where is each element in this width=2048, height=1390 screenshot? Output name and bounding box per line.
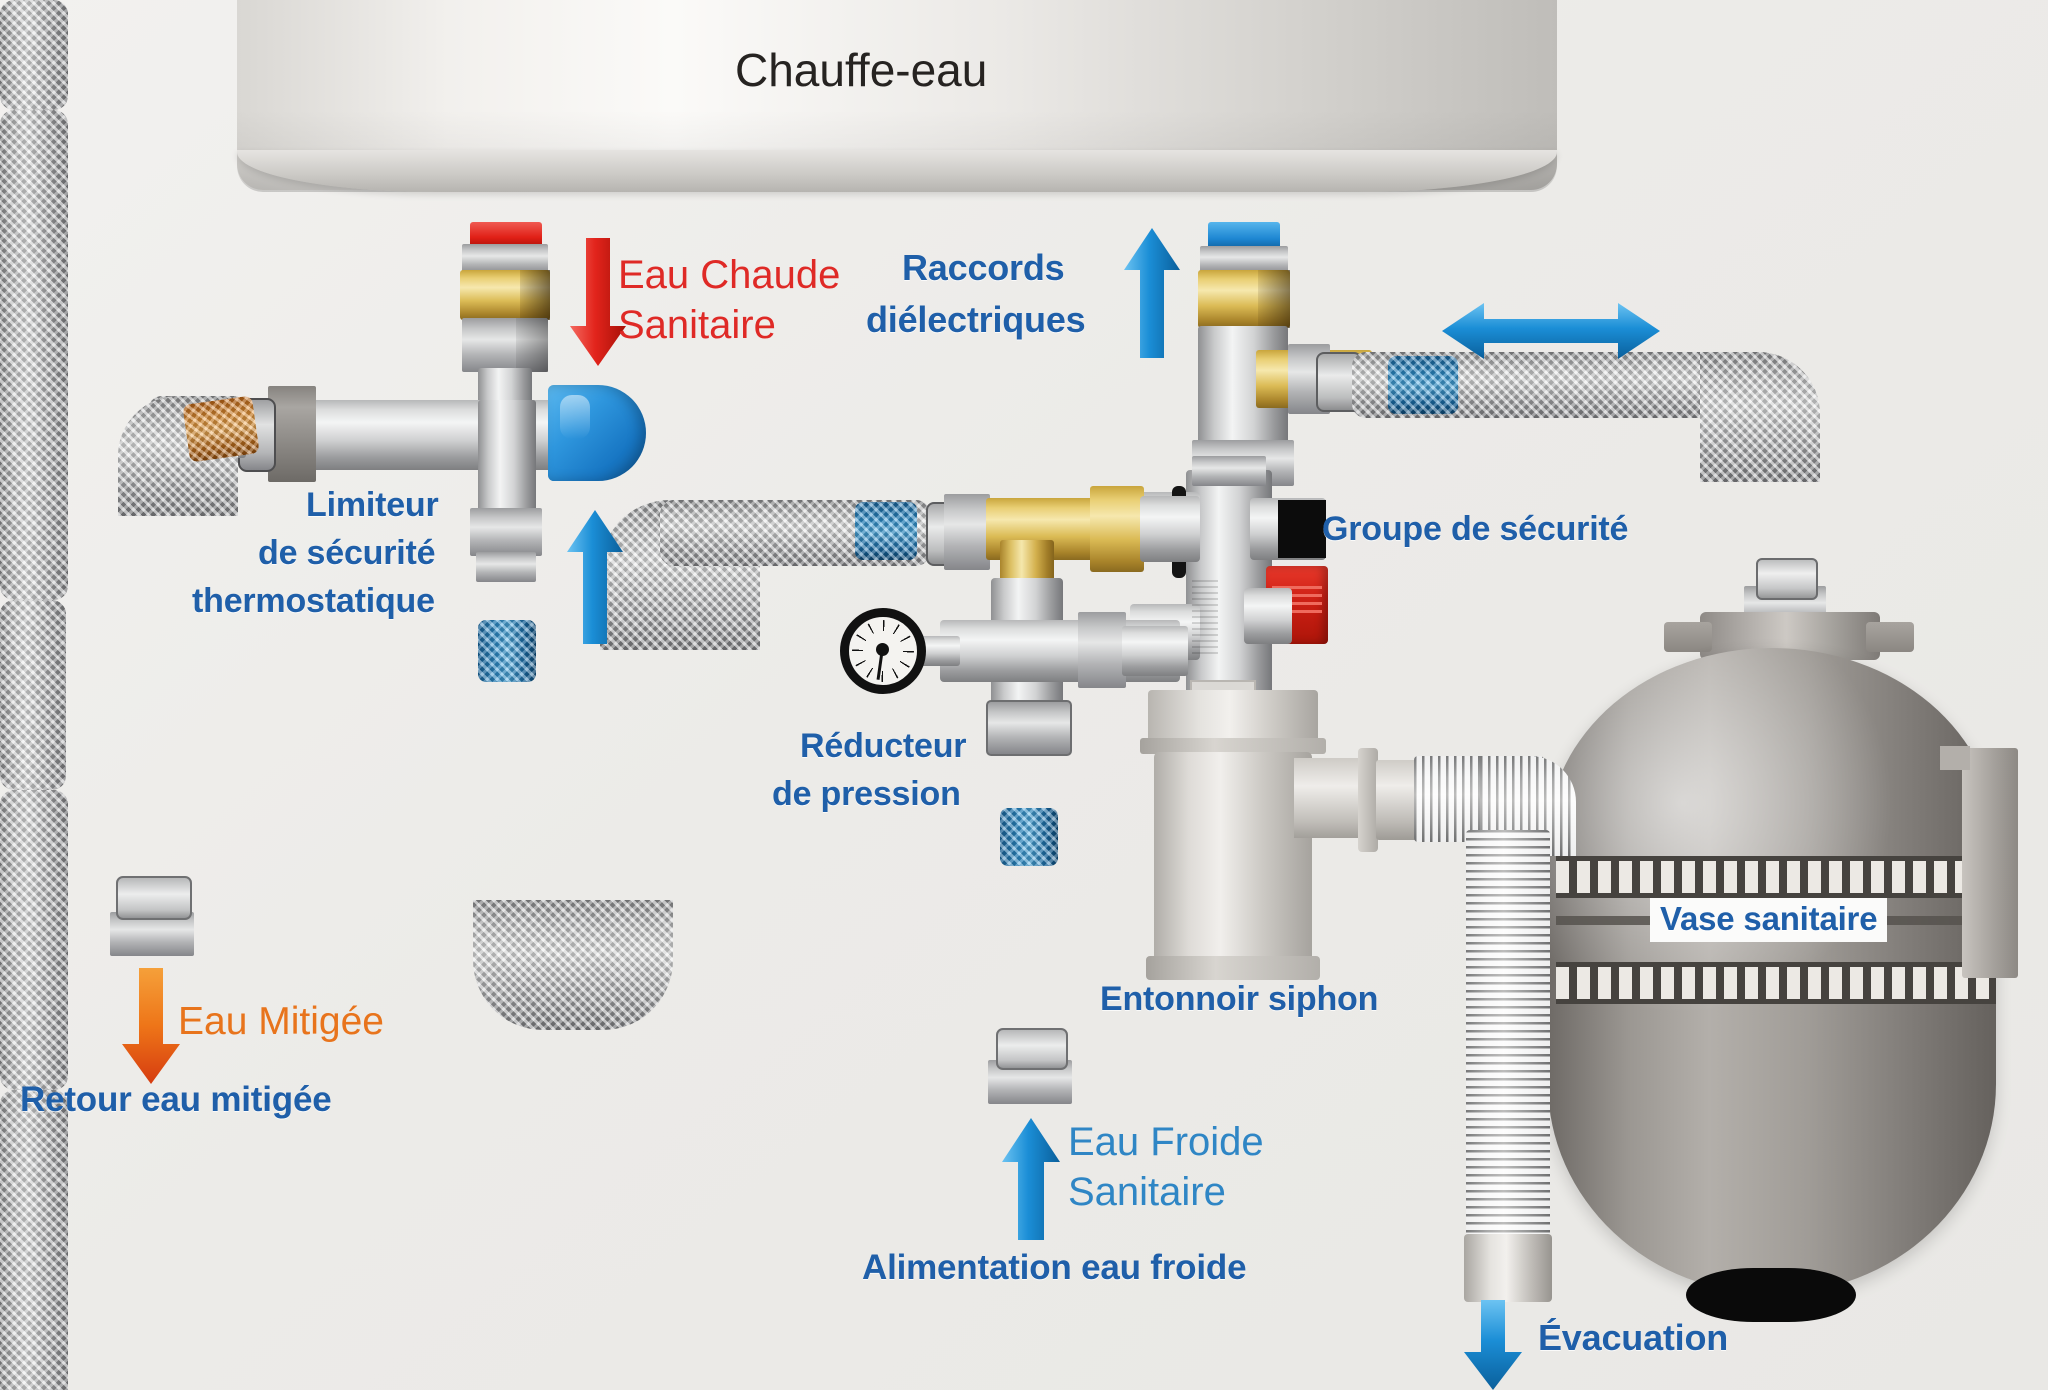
brass-tee-collar (1090, 486, 1144, 572)
siphon-funnel-collar (1140, 738, 1326, 754)
return-hose-end-union (116, 876, 192, 920)
pressure-reducer-right-union (1078, 612, 1126, 688)
expansion-vessel-bracket-tab (1940, 746, 1970, 770)
water-heater-title: Chauffe-eau (735, 44, 988, 96)
return-hose-vertical (0, 110, 68, 600)
center-hose-up-right (0, 1090, 68, 1390)
label-cold-water-line2: Sanitaire (1068, 1170, 1226, 1214)
water-heater-bottom-edge (237, 150, 1557, 192)
center-hose-bottom-loop (473, 900, 673, 1030)
arrow-double-horizontal-blue-expansion (1442, 303, 1660, 359)
cold-supply-blue-marker (1000, 808, 1058, 866)
label-safety-group: Groupe de sécurité (1322, 510, 1629, 548)
center-hose-end-nut (944, 494, 990, 570)
expansion-vessel-band-lower (1556, 962, 1996, 1004)
label-cold-water-line1: Eau Froide (1068, 1120, 1264, 1164)
label-thermostatic-line2: de sécurité (258, 534, 436, 572)
mixed-hose-blue-marker (478, 620, 536, 682)
arrow-down-blue-drain (1464, 1300, 1522, 1390)
expansion-vessel-foot (1686, 1268, 1856, 1322)
center-hose-blue-marker (855, 502, 917, 560)
label-cold-water-supply: Alimentation eau froide (862, 1248, 1247, 1287)
label-hot-water-line1: Eau Chaude (618, 253, 841, 297)
label-hot-water-line2: Sanitaire (618, 303, 776, 347)
label-dielectric-line1: Raccords (902, 247, 1065, 288)
arrow-down-orange-mixed-water (122, 968, 180, 1084)
cold-supply-end-union (996, 1028, 1068, 1070)
label-funnel-siphon: Entonnoir siphon (1100, 980, 1379, 1018)
dielectric-fitting-left-red (470, 222, 542, 248)
manometer-pivot (876, 643, 889, 656)
siphon-outlet-nut (1376, 760, 1420, 840)
expansion-hose-blue-marker (1388, 356, 1458, 414)
expansion-hose-vertical (0, 600, 66, 790)
arrow-up-blue-mixer-inlet (567, 510, 623, 644)
label-expansion-vessel: Vase sanitaire (1650, 898, 1888, 942)
siphon-side-outlet (1294, 758, 1368, 838)
center-hose-down-left (0, 790, 68, 1090)
label-mixed-water: Eau Mitigée (178, 1000, 384, 1043)
thermostatic-valve-cap-highlight (560, 395, 590, 439)
pressure-reducer-bottom-nut (986, 700, 1072, 756)
drain-hose-end-cuff (1464, 1234, 1552, 1302)
pressure-reducer-right-stub (1122, 626, 1188, 676)
siphon-funnel-base (1146, 956, 1320, 980)
expansion-vessel-band-upper (1556, 856, 1996, 898)
dielectric-fitting-left-collar-top (462, 244, 548, 274)
arrow-up-blue-dielectric (1124, 228, 1180, 358)
dielectric-fitting-left-brass-shadow (520, 270, 550, 320)
dielectric-fitting-right-collar-top (1200, 246, 1288, 274)
expansion-hose-elbow (1700, 352, 1820, 482)
label-mixed-water-return: Retour eau mitigée (20, 1080, 332, 1119)
expansion-vessel-bracket (1962, 748, 2018, 978)
siphon-funnel-body (1154, 752, 1312, 976)
safety-group-black-block (1278, 500, 1326, 558)
expansion-vessel-ear-right (1866, 622, 1914, 652)
label-drain: Évacuation (1538, 1317, 1729, 1358)
dielectric-fitting-right-brass-shade (1258, 270, 1290, 328)
return-hose-orange-section (182, 395, 260, 463)
arrow-up-blue-cold-supply (1002, 1118, 1060, 1240)
label-thermostatic-line3: thermostatique (192, 582, 435, 620)
mixed-outlet-braided-hose (0, 0, 68, 110)
thermostatic-left-nut (268, 386, 316, 482)
siphon-outlet-flange (1358, 748, 1378, 852)
dielectric-fitting-left-collar-shade (516, 318, 548, 372)
label-pressure-reducer-line1: Réducteur (800, 727, 967, 765)
safety-group-body-knurl (1192, 580, 1218, 656)
label-pressure-reducer-line2: de pression (772, 775, 961, 813)
dielectric-fitting-right-blue (1208, 222, 1280, 250)
siphon-funnel-rim (1148, 690, 1318, 742)
drain-hose-vertical (1466, 830, 1550, 1242)
dielectric-fitting-left-collar-bottom (462, 318, 548, 372)
safety-group-lower-arm (1244, 588, 1292, 644)
expansion-vessel-ear-left (1664, 622, 1712, 652)
expansion-vessel-valve (1756, 558, 1818, 600)
reducer-upper-connector (1140, 496, 1200, 562)
safety-group-top-cap (1192, 456, 1266, 486)
label-thermostatic-line1: Limiteur (306, 486, 439, 524)
thermostatic-bottom-nut (470, 508, 542, 556)
arrow-down-red-hot-water (570, 238, 626, 366)
label-dielectric-line2: diélectriques (866, 299, 1086, 340)
thermostatic-bottom-nut2 (476, 552, 536, 582)
